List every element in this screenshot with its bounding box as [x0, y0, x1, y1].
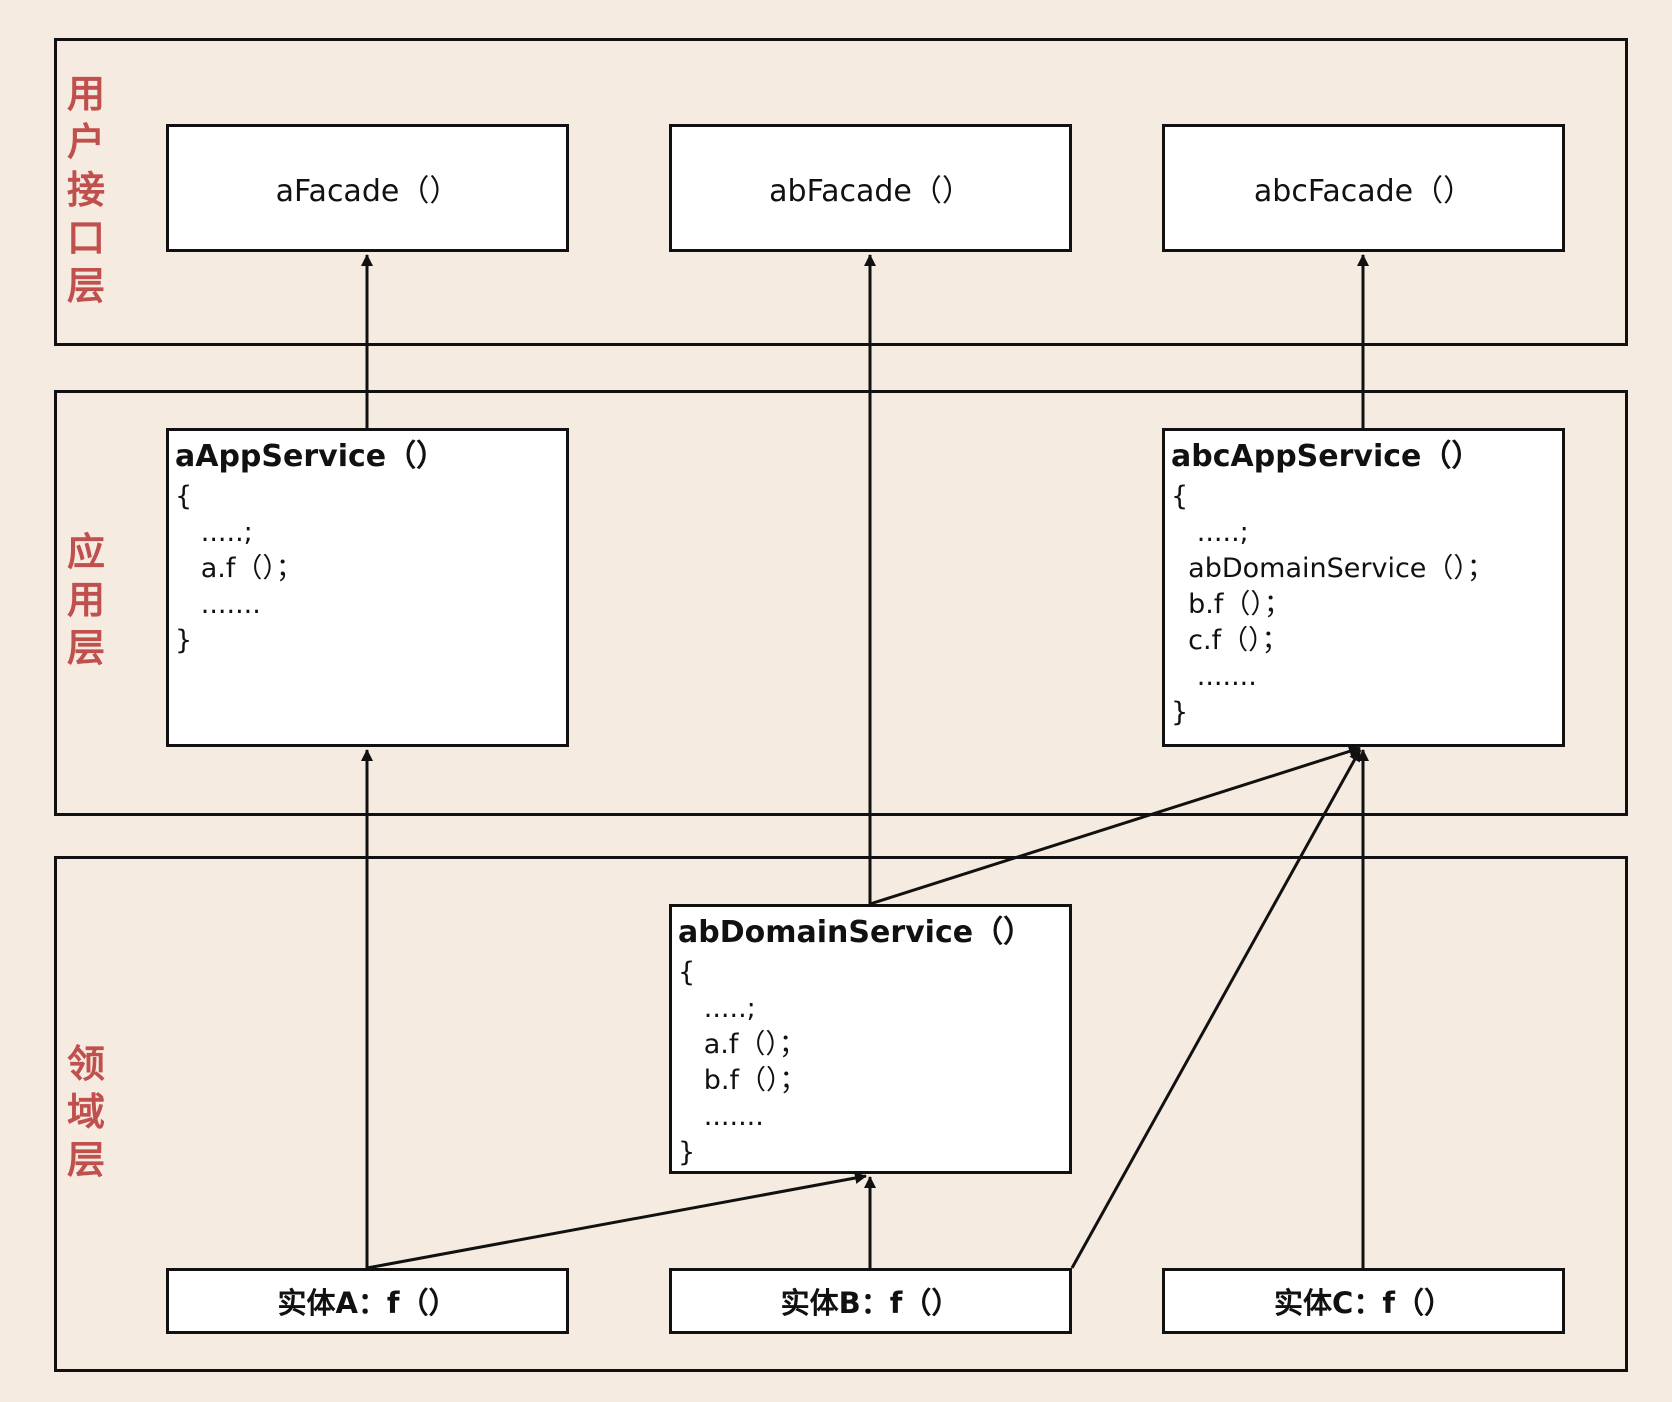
app-layer-label: 应 用 层: [64, 528, 108, 672]
abc-facade-label: abcFacade（）: [1253, 174, 1474, 209]
code-line: b.f（）；: [678, 1065, 807, 1096]
domain-layer-label: 领 域 层: [64, 1040, 108, 1184]
app-layer-frame: [54, 390, 1628, 816]
abc-app-service-box: abcAppService（） { .....; abDomainService…: [1162, 428, 1565, 747]
label-char: 接: [66, 168, 105, 212]
label-char: 域: [66, 1090, 105, 1134]
ab-domain-service-title: abDomainService（）: [678, 915, 1034, 950]
code-line: {: [1171, 481, 1189, 512]
label-char: 层: [66, 264, 105, 308]
code-line: }: [1171, 697, 1189, 728]
a-app-service-box: aAppService（） { .....; a.f（）； ....... }: [166, 428, 569, 747]
code-line: .....;: [175, 517, 253, 548]
abc-app-service-title: abcAppService（）: [1171, 439, 1482, 474]
entity-b-box: 实体B：f（）: [669, 1268, 1072, 1334]
entity-c-box: 实体C：f（）: [1162, 1268, 1565, 1334]
label-char: 领: [66, 1042, 105, 1086]
label-char: 用: [66, 578, 105, 622]
label-char: 口: [66, 216, 105, 260]
entity-c-label: 实体C：f（）: [1274, 1286, 1453, 1320]
label-char: 用: [66, 72, 105, 116]
code-line: a.f（）；: [175, 553, 303, 584]
ui-layer-frame: [54, 38, 1628, 346]
a-facade-label: aFacade（）: [275, 174, 460, 209]
label-char: 层: [66, 1138, 105, 1182]
ui-layer-label: 用 户 接 口 层: [64, 70, 108, 310]
code-line: }: [175, 625, 193, 656]
entity-a-label: 实体A：f（）: [277, 1286, 458, 1320]
code-line: .......: [175, 589, 261, 620]
a-app-service-title: aAppService（）: [175, 439, 447, 474]
code-line: {: [678, 957, 696, 988]
abc-facade-box: abcFacade（）: [1162, 124, 1565, 252]
a-facade-box: aFacade（）: [166, 124, 569, 252]
code-line: .......: [1171, 661, 1257, 692]
code-line: c.f（）；: [1171, 625, 1289, 656]
label-char: 应: [66, 530, 105, 574]
code-line: .....;: [1171, 517, 1249, 548]
ab-domain-service-box: abDomainService（） { .....; a.f（）； b.f（）；…: [669, 904, 1072, 1174]
code-line: }: [678, 1137, 696, 1168]
domain-layer-frame: [54, 856, 1628, 1372]
entity-b-label: 实体B：f（）: [780, 1286, 961, 1320]
code-line: a.f（）；: [678, 1029, 806, 1060]
ab-facade-box: abFacade（）: [669, 124, 1072, 252]
entity-a-box: 实体A：f（）: [166, 1268, 569, 1334]
label-char: 户: [66, 120, 105, 164]
ab-facade-label: abFacade（）: [769, 174, 972, 209]
code-line: b.f（）；: [1171, 589, 1291, 620]
code-line: .......: [678, 1101, 764, 1132]
code-line: {: [175, 481, 193, 512]
label-char: 层: [66, 626, 105, 670]
code-line: .....;: [678, 993, 756, 1024]
code-line: abDomainService（）；: [1171, 553, 1494, 584]
